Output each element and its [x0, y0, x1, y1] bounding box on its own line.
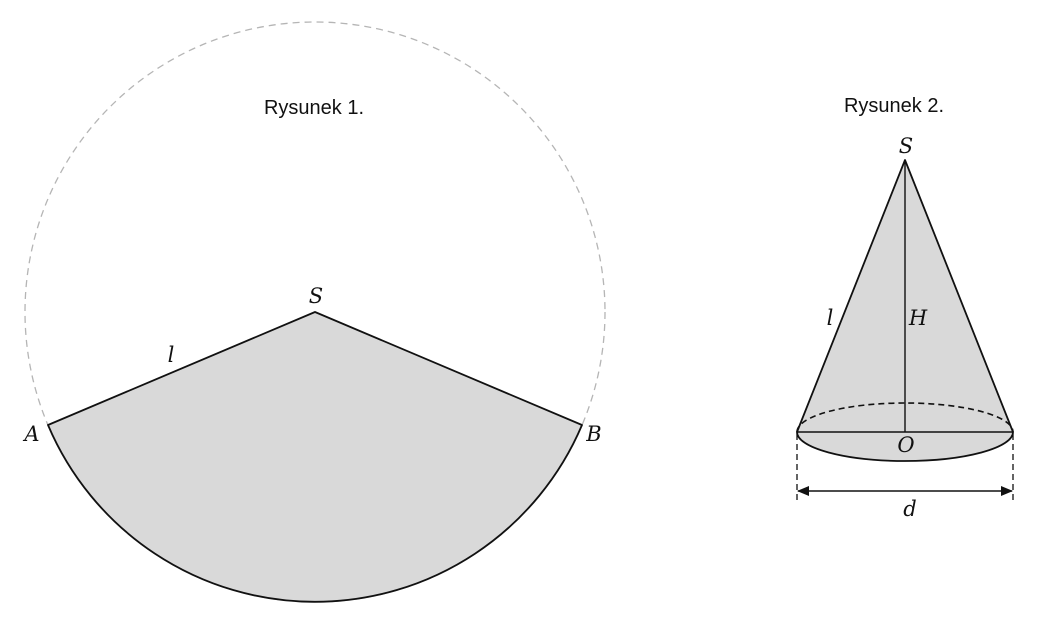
figure-2: Rysunek 2. S l H O d — [796, 95, 1014, 521]
label-diameter-d: d — [903, 497, 916, 521]
label-center-o: O — [897, 433, 914, 457]
full-circle-dashed — [24, 21, 606, 603]
figure-1-caption: Rysunek 1. — [264, 97, 364, 119]
figure-2-caption: Rysunek 2. — [844, 95, 944, 117]
base-back-arc-dashed — [796, 402, 1014, 433]
label-cone-slant-l: l — [827, 306, 834, 330]
label-cone-apex-s: S — [899, 134, 913, 158]
label-height-h: H — [908, 306, 928, 330]
figure-1: Rysunek 1. S A B l — [22, 21, 606, 603]
label-apex-s: S — [309, 284, 323, 308]
label-slant-l: l — [168, 343, 175, 367]
sector-fill — [47, 311, 583, 603]
label-point-a: A — [22, 422, 39, 446]
label-point-b: B — [585, 422, 601, 446]
